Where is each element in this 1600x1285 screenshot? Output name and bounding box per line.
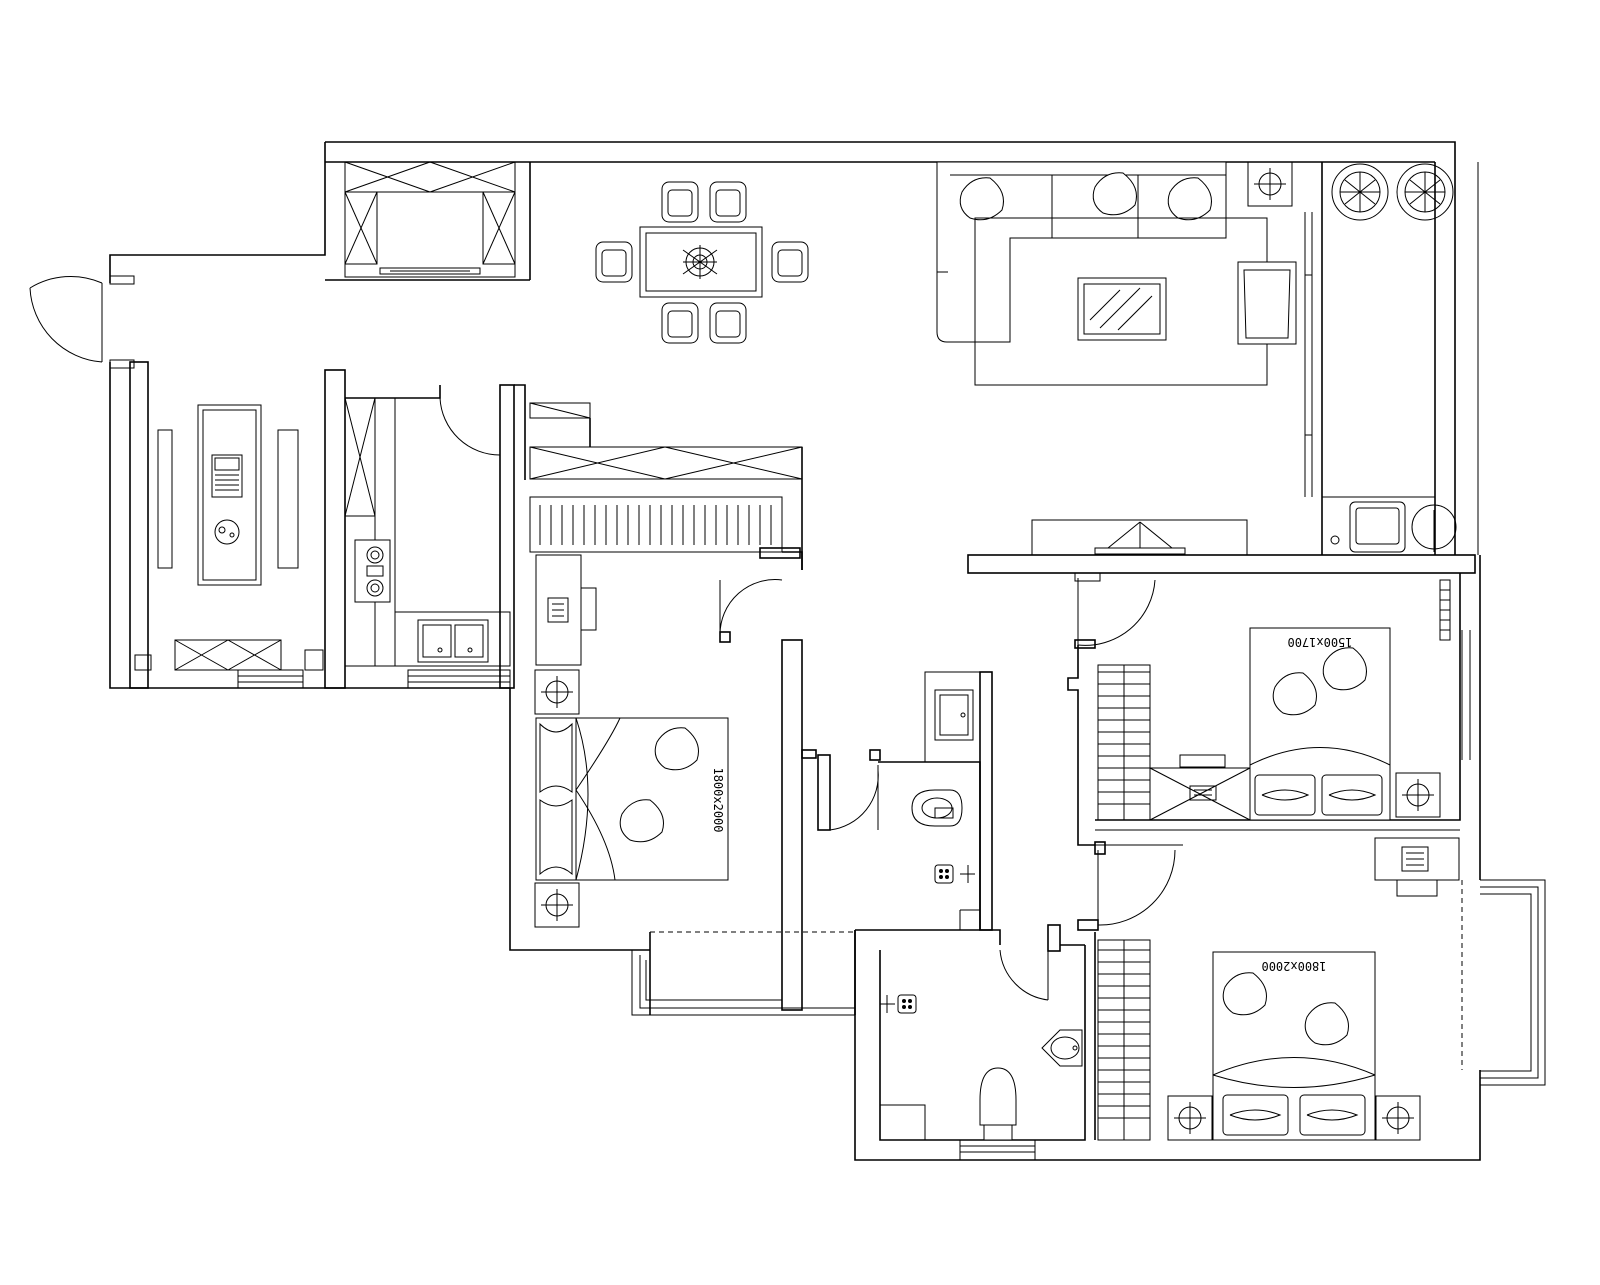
entrance-cabinet bbox=[325, 161, 531, 281]
south-bathroom bbox=[855, 924, 1086, 1161]
wardrobe-hanger-lines bbox=[539, 505, 772, 545]
entrance-door bbox=[29, 275, 135, 369]
balcony bbox=[1304, 162, 1479, 555]
west-bed-size-label: 1800x2000 bbox=[711, 767, 725, 832]
southeast-bed-size-label: 1800x2000 bbox=[1261, 959, 1326, 973]
plant-left-icon bbox=[1331, 163, 1389, 221]
plant-right-icon bbox=[1396, 163, 1454, 221]
interior-wall-segments bbox=[801, 749, 881, 1015]
dining-table bbox=[595, 181, 809, 344]
tv-cabinet bbox=[967, 519, 1476, 574]
northeast-bed-size-label: 1500x1700 bbox=[1287, 635, 1352, 649]
kitchen bbox=[324, 369, 515, 689]
northeast-bedroom: 1500x1700 bbox=[1067, 572, 1471, 846]
living-sofa bbox=[936, 161, 1297, 386]
southeast-bedroom: 1800x2000 bbox=[1077, 837, 1546, 1141]
study-room bbox=[129, 361, 324, 689]
central-bathroom bbox=[817, 671, 993, 931]
west-bedroom: 1800x2000 bbox=[529, 496, 855, 1016]
corridor-cabinets bbox=[514, 384, 803, 570]
